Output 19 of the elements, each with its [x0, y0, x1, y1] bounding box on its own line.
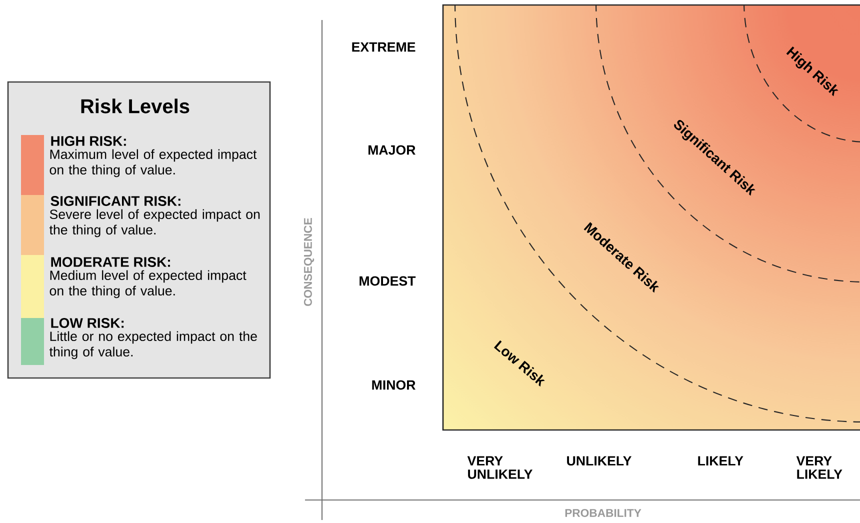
tick-label: MODEST — [360, 276, 416, 286]
tick-label: UNLIKELY — [567, 456, 632, 466]
tick-label: MINOR — [372, 380, 416, 390]
tick-label: LIKELY — [698, 456, 744, 466]
legend-title: Risk Levels — [81, 98, 190, 114]
tick-label: EXTREME — [352, 42, 416, 52]
legend-description: Medium level of expected impact on the thing of value. — [50, 270, 246, 298]
legend-description: Maximum level of expected impact on the thing of value. — [50, 149, 257, 178]
tick-label: VERY LIKELY — [796, 456, 842, 479]
legend-description: Little or no expected impact on the thing of value. — [49, 331, 257, 360]
legend-heading: MODERATE RISK: — [51, 257, 170, 267]
legend-heading: SIGNIFICANT RISK: — [50, 196, 180, 206]
legend-heading: HIGH RISK: — [51, 136, 126, 146]
axis-title: PROBABILITY — [565, 509, 642, 517]
legend-description: Severe level of expected impact on the thing of value. — [49, 209, 260, 238]
legend-heading: LOW RISK: — [51, 318, 124, 328]
tick-label: VERY UNLIKELY — [467, 456, 532, 479]
axis-title: CONSEQUENCE — [304, 218, 314, 306]
tick-label: MAJOR — [368, 145, 416, 155]
